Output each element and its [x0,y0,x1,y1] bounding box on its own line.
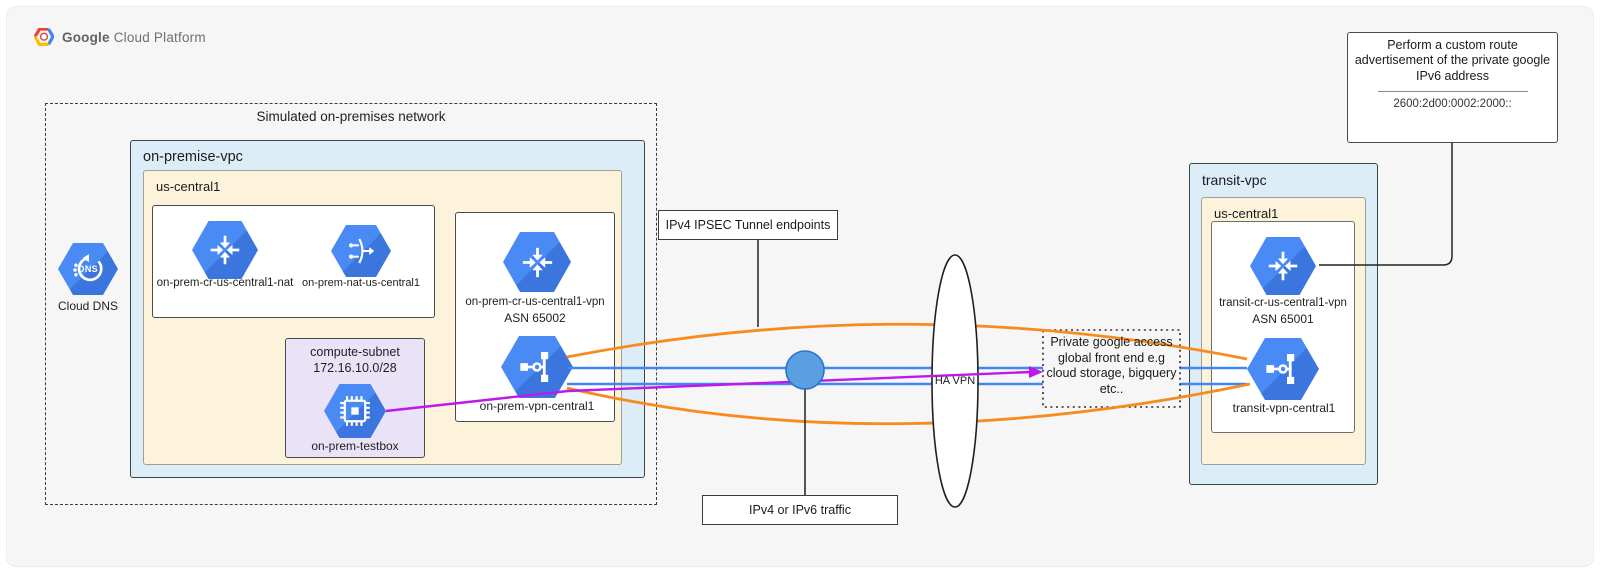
transit-region-label: us-central1 [1214,206,1279,221]
compute-subnet-name: compute-subnet [310,345,400,359]
ipsec-endpoints-label: IPv4 IPSEC Tunnel endpoints [665,218,831,232]
private-google-access-label: Private google access global front end e… [1046,335,1177,396]
onprem-nat-router-label: on-prem-cr-us-central1-nat [156,277,294,289]
cloud-nat-glyph [348,238,375,264]
onprem-nat-box [152,205,435,318]
gcp-logo-text-bold: Google [62,29,110,45]
gcp-logo-icon [34,28,54,46]
transit-router-label: transit-cr-us-central1-vpn [1219,297,1347,309]
transit-vpn-gateway-icon [1247,338,1319,400]
cloud-router-glyph [1268,251,1298,281]
compute-engine-icon [324,384,386,438]
onprem-dashed-container [45,103,657,505]
onprem-container-title: Simulated on-premises network [256,109,446,124]
onprem-region-label: us-central1 [156,179,221,194]
callout-divider [1377,90,1528,92]
callout-ipv6-address: 2600:2d00:0002:2000:: [1393,97,1512,110]
transit-vpc-label: transit-vpc [1202,172,1267,188]
transit-vpn-label: transit-vpn-central1 [1232,401,1336,415]
compute-engine-glyph [340,396,370,426]
cloud-router-glyph [522,247,552,277]
custom-route-callout: Perform a custom route advertisement of … [1347,32,1558,143]
ipsec-endpoints-labelbox: IPv4 IPSEC Tunnel endpoints [658,210,838,240]
ha-vpn-label: HA VPN [934,375,976,387]
onprem-testbox-label: on-prem-testbox [311,439,399,453]
traffic-label: IPv4 or IPv6 traffic [749,503,851,517]
cloud-vpn-glyph [520,352,549,382]
onprem-vpn-router-asn: ASN 65002 [504,311,566,325]
compute-subnet-cidr: 172.16.10.0/28 [313,361,397,375]
onprem-vpn-router-label: on-prem-cr-us-central1-vpn [465,296,605,308]
custom-route-callout-text: Perform a custom route advertisement of … [1354,38,1551,83]
cloud-router-glyph [210,235,240,265]
gcp-logo-text-light: Cloud Platform [113,29,206,45]
cloud-dns-icon-text: DNS [78,264,98,274]
cloud-router-nat-icon [192,221,258,279]
cloud-dns-glyph [73,254,103,282]
onprem-vpn-gateway-label: on-prem-vpn-central1 [479,399,595,413]
onprem-vpc-label: on-premise-vpc [143,149,243,165]
cloud-dns-label: Cloud DNS [57,299,119,313]
cloud-vpn-glyph [1266,354,1295,384]
traffic-labelbox: IPv4 or IPv6 traffic [702,495,898,525]
onprem-nat-label: on-prem-nat-us-central1 [302,277,420,289]
transit-router-asn: ASN 65001 [1252,312,1314,326]
